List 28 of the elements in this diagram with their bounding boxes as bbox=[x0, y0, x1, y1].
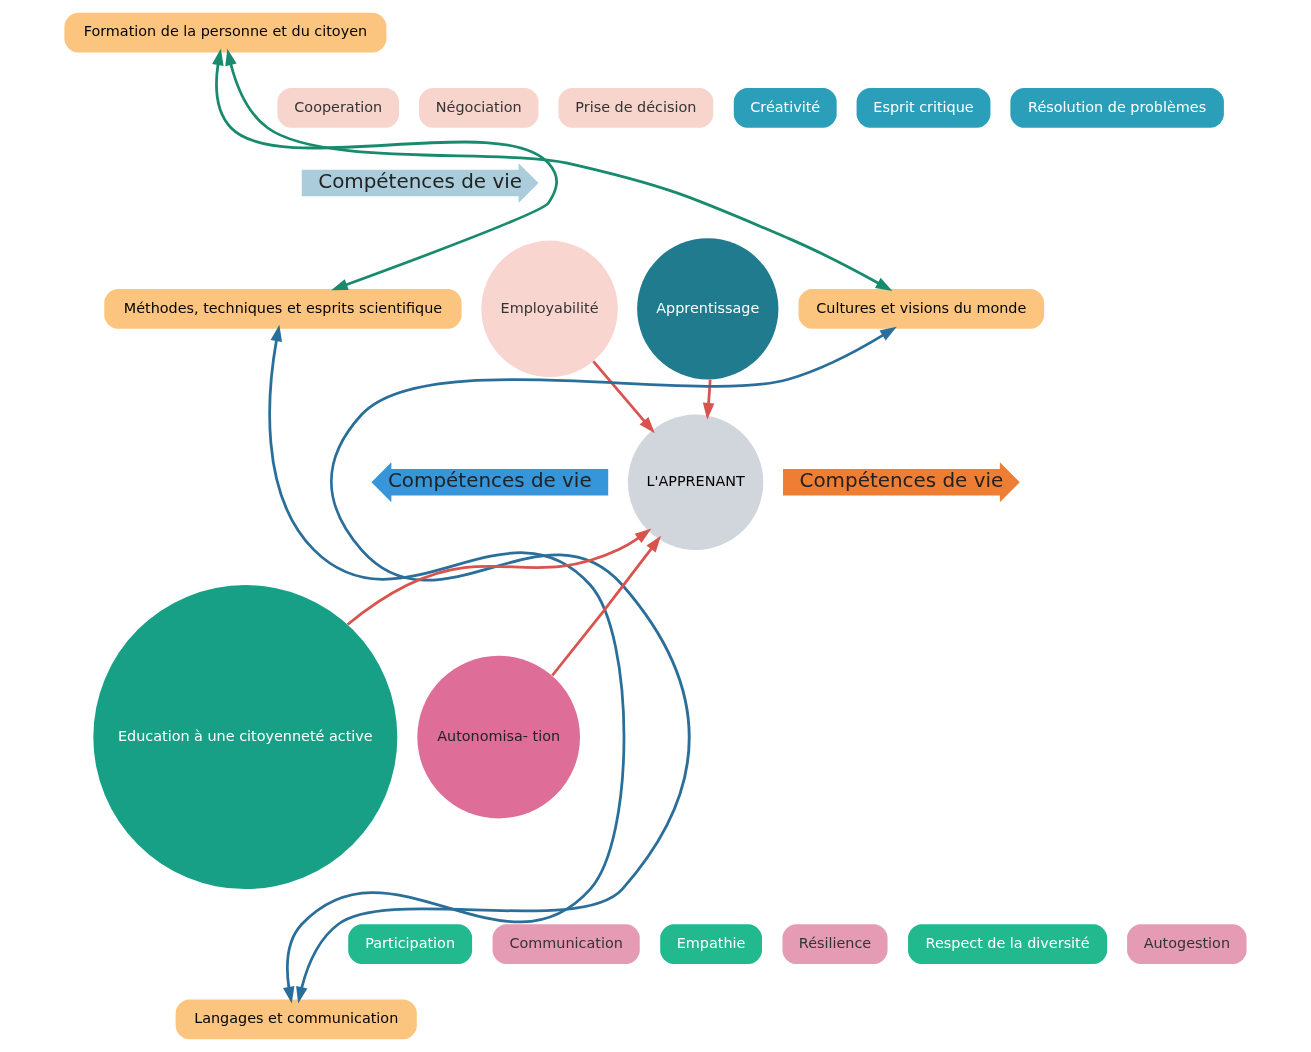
node-circle: Autonomisa- tion bbox=[417, 655, 580, 819]
node-circle: Employabilité bbox=[481, 240, 618, 378]
node-box: Empathie bbox=[660, 924, 762, 965]
node-box: Cultures et visions du monde bbox=[798, 288, 1045, 329]
node-box: Communication bbox=[492, 924, 640, 965]
node-box: Langages et communication bbox=[175, 999, 417, 1040]
node-circle: Education à une citoyenneté active bbox=[93, 585, 398, 890]
node-box: Prise de décision bbox=[558, 87, 714, 128]
arrow bbox=[346, 528, 652, 626]
node-box: Esprit critique bbox=[856, 87, 991, 128]
arrow bbox=[268, 324, 626, 1004]
node-box: Créativité bbox=[733, 87, 837, 128]
node-box: Autogestion bbox=[1127, 924, 1247, 965]
node-box: Cooperation bbox=[277, 87, 400, 128]
node-circle: Apprentissage bbox=[637, 238, 779, 380]
node-box: Respect de la diversité bbox=[908, 924, 1108, 965]
arrow bbox=[296, 326, 897, 1004]
arrow bbox=[592, 360, 655, 434]
node-box: Résolution de problèmes bbox=[1010, 87, 1224, 128]
arrow bbox=[551, 535, 661, 677]
arrow bbox=[225, 48, 893, 291]
arrow bbox=[212, 48, 558, 291]
arrow bbox=[702, 379, 715, 420]
node-box: Négociation bbox=[419, 87, 539, 128]
node-box: Formation de la personne et du citoyen bbox=[64, 12, 387, 53]
node-box: Participation bbox=[348, 924, 473, 965]
node-box: Méthodes, techniques et esprits scientifique bbox=[104, 288, 462, 329]
node-box: Résilience bbox=[782, 924, 888, 965]
